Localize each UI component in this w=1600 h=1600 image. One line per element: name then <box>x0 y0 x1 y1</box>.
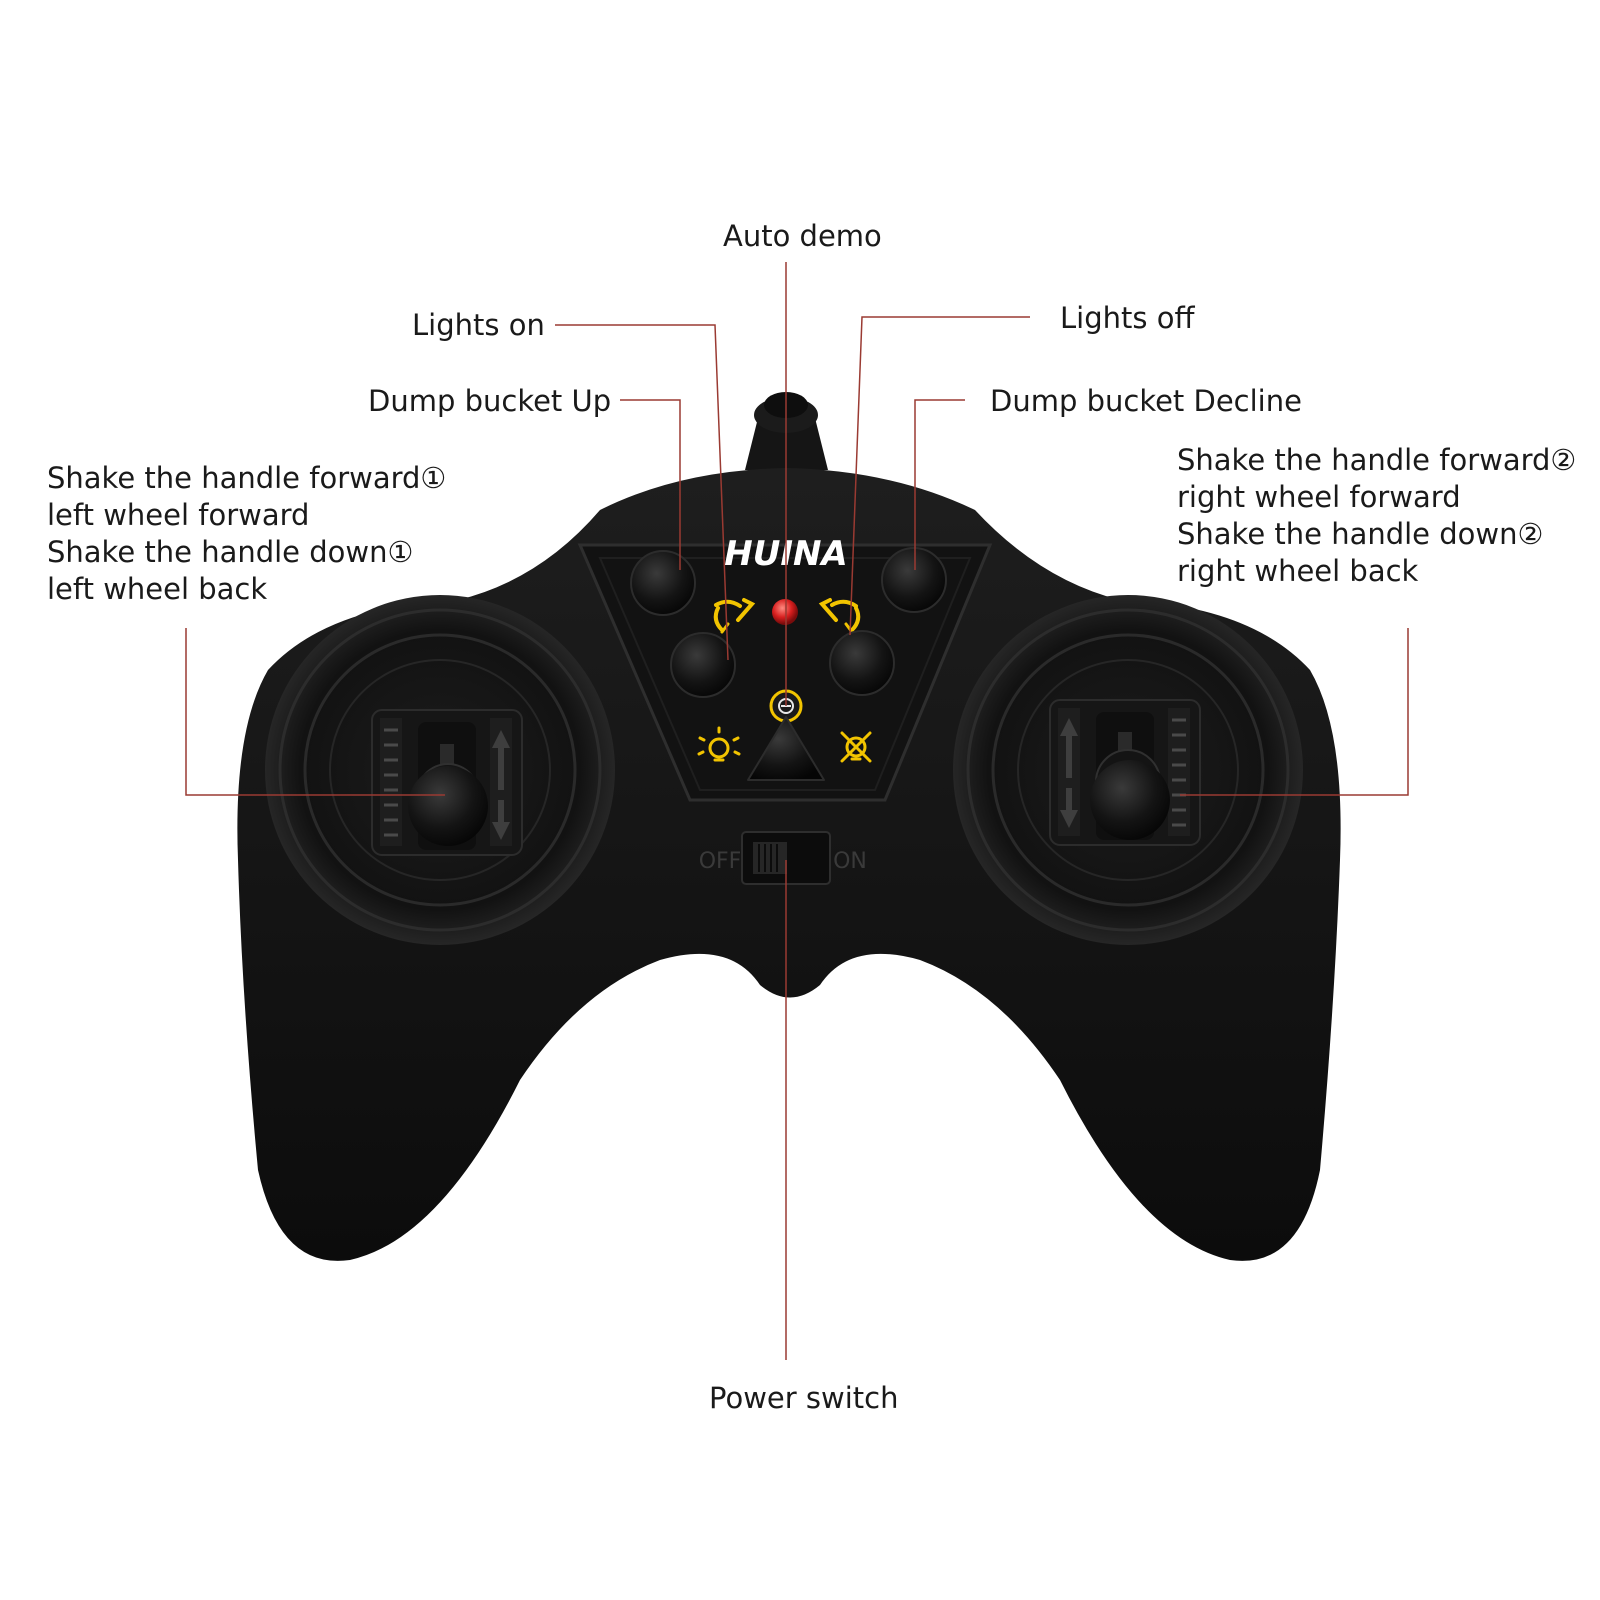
right-stick-line-3: Shake the handle down② <box>1177 517 1544 551</box>
lights-on-button[interactable] <box>630 550 696 616</box>
status-led <box>772 599 798 625</box>
left-stick-line-2: left wheel forward <box>47 498 310 532</box>
leader-lights-off <box>849 316 1030 636</box>
label-lights-on: Lights on <box>412 308 545 342</box>
label-dump-bucket-decline: Dump bucket Decline <box>990 384 1302 418</box>
bucket-up-icon <box>713 598 756 634</box>
leader-left-stick <box>185 628 445 796</box>
leader-dump-decline <box>914 399 965 570</box>
leader-lines <box>185 262 1409 1360</box>
power-switch[interactable] <box>741 831 831 885</box>
right-stick-line-1: Shake the handle forward② <box>1177 443 1577 477</box>
triangle-button[interactable] <box>747 716 825 781</box>
switch-off-label: OFF <box>699 849 742 874</box>
label-lights-off: Lights off <box>1060 301 1195 335</box>
right-stick-line-2: right wheel forward <box>1177 480 1461 514</box>
label-right-stick: Shake the handle forward② right wheel fo… <box>1177 442 1576 590</box>
light-off-icon <box>840 731 872 763</box>
dump-bucket-up-button[interactable] <box>670 632 736 698</box>
label-auto-demo: Auto demo <box>723 219 882 253</box>
up-arrow-icon <box>1060 718 1078 778</box>
label-power-switch: Power switch <box>709 1381 899 1415</box>
left-joystick[interactable] <box>371 709 523 856</box>
leader-right-stick <box>1180 628 1409 796</box>
bucket-decline-icon <box>818 598 861 634</box>
left-stick-line-3: Shake the handle down① <box>47 535 414 569</box>
right-joystick[interactable] <box>1049 699 1201 846</box>
label-left-stick: Shake the handle forward① left wheel for… <box>47 460 446 608</box>
left-stick-line-4: left wheel back <box>47 572 268 606</box>
left-stick-line-1: Shake the handle forward① <box>47 461 447 495</box>
down-arrow-icon <box>1060 788 1078 828</box>
down-arrow-icon <box>492 800 510 840</box>
switch-on-label: ON <box>833 849 867 874</box>
dump-bucket-decline-button[interactable] <box>829 630 895 696</box>
lights-off-button[interactable] <box>881 547 947 613</box>
light-bulb-icon <box>697 726 741 762</box>
leader-dump-up <box>620 399 681 570</box>
leader-lights-on <box>555 324 729 661</box>
up-arrow-icon <box>492 730 510 790</box>
right-stick-line-4: right wheel back <box>1177 554 1419 588</box>
label-dump-bucket-up: Dump bucket Up <box>368 384 612 418</box>
